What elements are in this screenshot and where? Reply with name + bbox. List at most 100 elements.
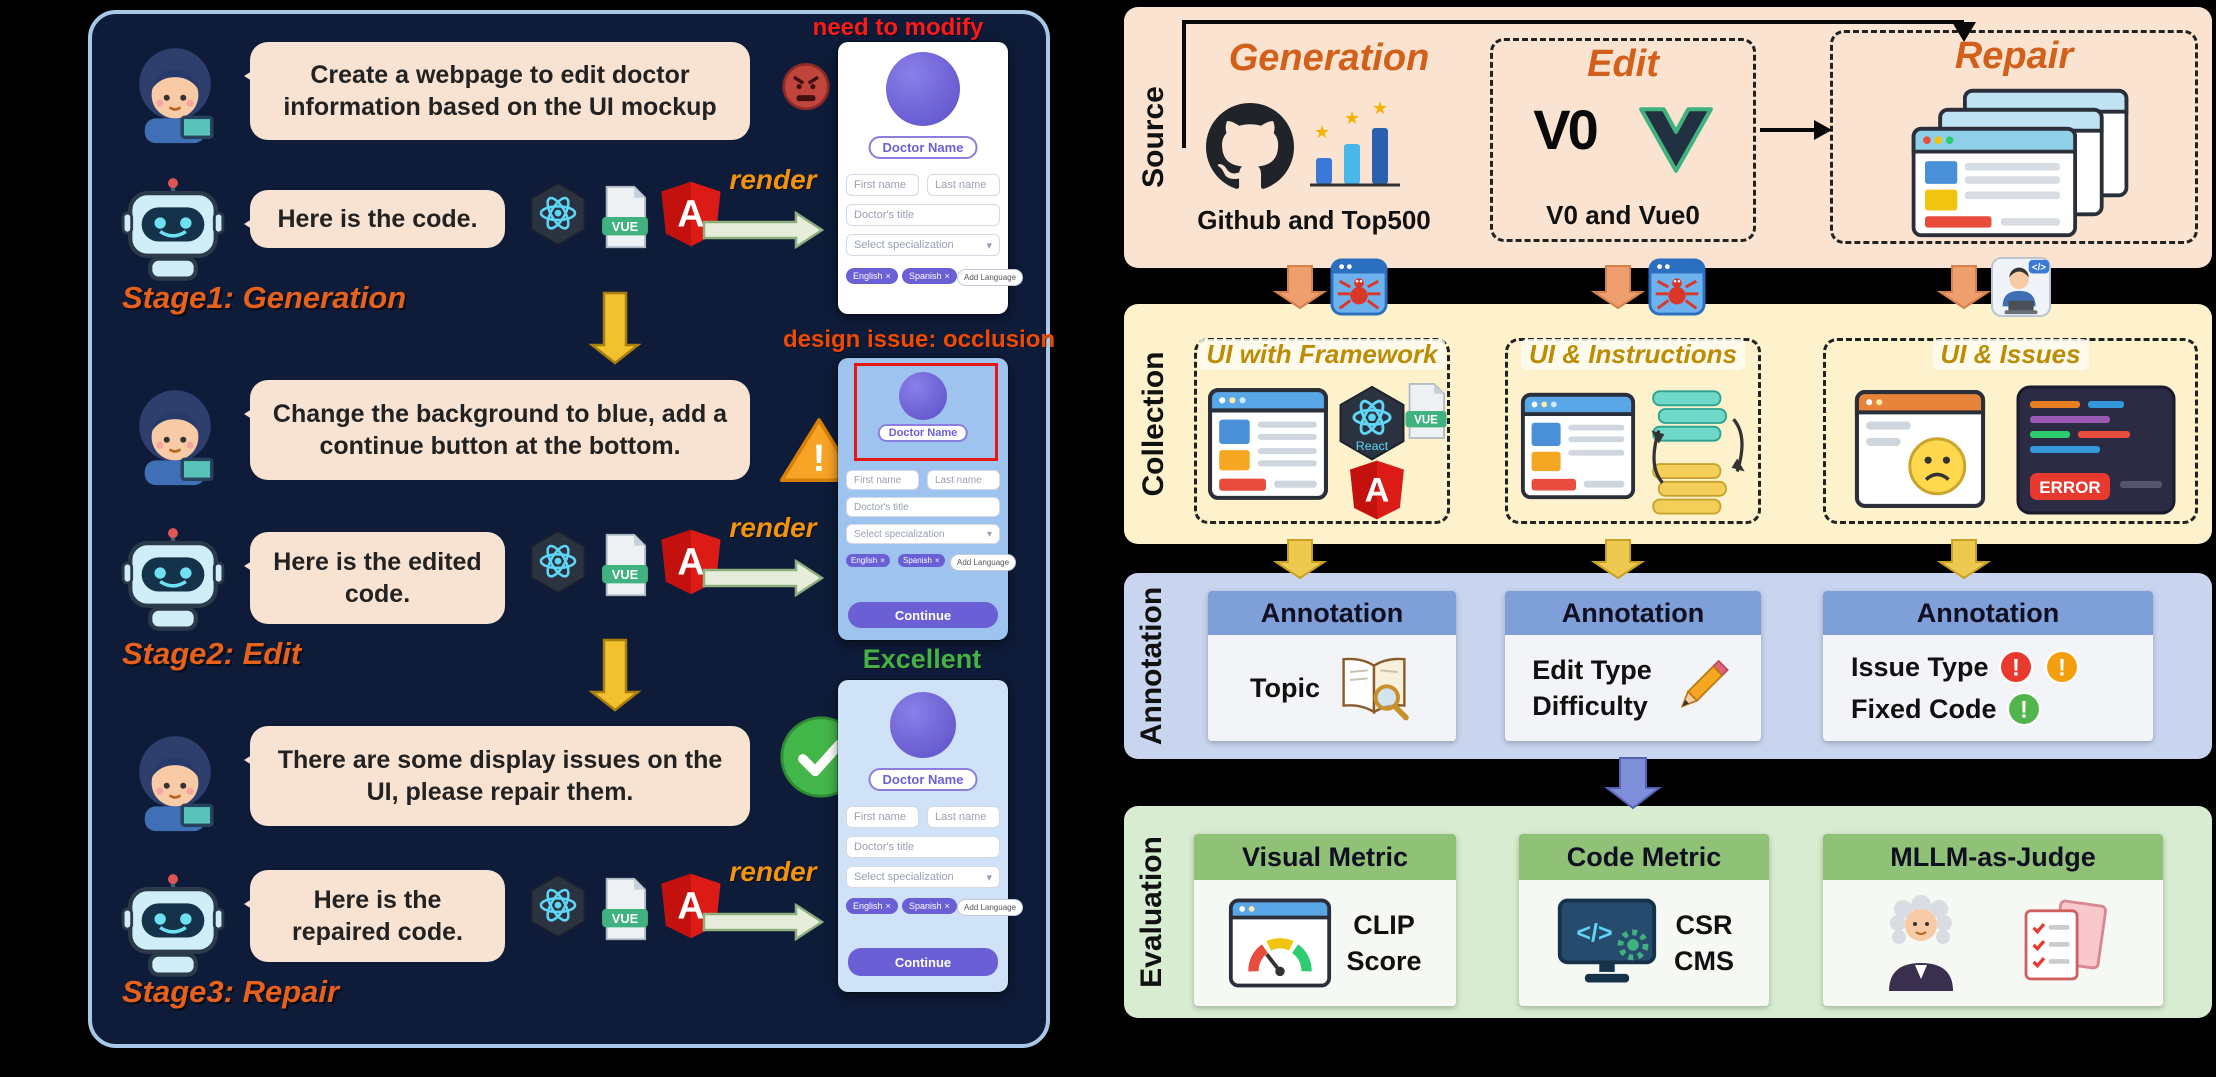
first-name-input: First name (846, 806, 919, 828)
caret-down-icon: ▾ (986, 528, 992, 540)
csr-label: CSR (1675, 909, 1733, 940)
svg-text:VUE: VUE (612, 567, 639, 582)
mock-ui-generation: Doctor Name First name Last name Doctor'… (838, 42, 1024, 314)
doctor-avatar (890, 692, 956, 758)
svg-text:!: ! (2020, 697, 2028, 724)
mock-ui-edited: Doctor Name First name Last name Doctor'… (838, 358, 1017, 640)
vue-file-icon: VUE (602, 185, 648, 249)
annotation-side-label: Annotation (1135, 586, 1168, 746)
issue-type-label: Issue Type (1851, 651, 1989, 682)
ui-and-issues-box: UI & Issues ERROR (1823, 338, 2198, 524)
edit-title: Edit (1587, 43, 1659, 85)
visual-metric-card: Visual Metric CLIP Score (1194, 834, 1456, 1006)
svg-text:!: ! (2012, 655, 2020, 682)
svg-text:</>: </> (2032, 263, 2046, 274)
svg-text:A: A (677, 541, 704, 583)
svg-text:A: A (677, 193, 704, 235)
first-name-input: First name (846, 470, 919, 490)
doctor-name-pill: Doctor Name (868, 136, 978, 159)
last-name-input: Last name (927, 806, 1000, 828)
render-label: render (729, 856, 817, 887)
developer-laptop-icon: </> (1990, 256, 2052, 318)
source-to-collection-arrow (1936, 265, 1992, 310)
box2-title: UI & Instructions (1520, 339, 1746, 370)
last-name-input: Last name (927, 174, 1000, 196)
github-icon (1206, 103, 1294, 189)
vue-file-icon: VUE (602, 877, 648, 941)
warning-icon: ! (779, 418, 859, 482)
browser-window-icon (1208, 388, 1328, 500)
close-icon: × (885, 901, 891, 911)
edit-type-label: Edit Type (1532, 654, 1652, 685)
render-label: render (729, 164, 817, 195)
render-label: render (729, 512, 817, 543)
crawler-spider-icon (1330, 258, 1388, 316)
react-icon (530, 530, 586, 594)
doctor-name-pill: Doctor Name (868, 768, 978, 791)
box1-title: UI with Framework (1198, 339, 1446, 370)
stage1-label: Stage1: Generation (122, 280, 407, 315)
cms-label: CMS (1674, 946, 1734, 976)
svg-text:★: ★ (1344, 108, 1360, 128)
svg-text:React: React (1356, 439, 1389, 453)
svg-text:A: A (677, 885, 704, 927)
stacked-windows-icon (1911, 88, 2129, 238)
add-language-button: Add Language (950, 554, 1017, 571)
annotation-card-header: Annotation (1208, 591, 1456, 635)
fixed-bang-green-icon: ! (2006, 691, 2041, 727)
book-magnifier-icon (1342, 657, 1409, 721)
assistant-message-bubble: Here is the edited code. (244, 532, 505, 624)
source-band: Source Generation ★ ★ ★ Github and Top50… (1124, 7, 2212, 268)
svg-text:VUE: VUE (612, 219, 639, 234)
annotation-band: Annotation Annotation Topic Annotation (1124, 573, 2212, 759)
crawler-spider-icon (1648, 258, 1706, 316)
mock-ui-repaired: Doctor Name First name Last name Doctor'… (838, 680, 1024, 992)
specialization-select: Select specialization▾ (846, 866, 1000, 888)
checklist-docs-icon (2024, 899, 2107, 981)
issue-bang-orange-icon: ! (2044, 649, 2079, 685)
svg-text:</>: </> (1576, 919, 1612, 947)
angry-face-icon (782, 63, 830, 111)
pencil-icon (1680, 659, 1729, 708)
v0-logo: V0 (1533, 98, 1599, 161)
user-avatar (139, 48, 214, 144)
svg-text:VUE: VUE (1414, 414, 1438, 426)
specialization-select: Select specialization▾ (846, 524, 1000, 544)
caption-need-to-modify: need to modify (812, 14, 984, 41)
annotation-card-header: Annotation (1505, 591, 1761, 635)
angular-icon: A (1350, 460, 1404, 520)
caption-design-issue: design issue: occlusion (782, 326, 1056, 353)
language-chip: Spanish× (902, 898, 957, 914)
close-icon: × (934, 556, 940, 565)
code-monitor-icon: </> (1557, 898, 1657, 983)
annotation-card-issues: Annotation Issue Type ! ! Fixed Code (1823, 591, 2153, 741)
caret-down-icon: ▾ (986, 239, 992, 252)
repair-source-box: Repair (1830, 30, 2198, 244)
first-name-input: First name (846, 174, 919, 196)
annotation-card-edit: Annotation Edit Type Difficulty (1505, 591, 1761, 741)
browser-window-icon (1520, 392, 1636, 500)
caption-excellent: Excellent (862, 644, 982, 674)
svg-text:★: ★ (1372, 98, 1388, 118)
robot-avatar (121, 874, 225, 977)
vue0-logo-icon (1639, 107, 1713, 173)
judge-icon (1889, 895, 1953, 991)
source-to-collection-arrow (1590, 265, 1646, 310)
ui-and-instructions-box: UI & Instructions (1505, 338, 1761, 524)
ranking-chart-icon: ★ ★ ★ (1310, 98, 1400, 187)
close-icon: × (944, 901, 950, 911)
doctor-title-input: Doctor's title (846, 204, 1000, 226)
edit-source-box: Edit V0 V0 and Vue0 (1490, 38, 1756, 242)
generation-title: Generation (1228, 37, 1430, 79)
repair-title: Repair (1954, 35, 2074, 77)
instruction-cycle-icon (1651, 390, 1745, 515)
continue-button: Continue (848, 948, 998, 976)
annotation-to-evaluation-arrow (1604, 757, 1662, 810)
annotation-card-topic: Annotation Topic (1208, 591, 1456, 741)
occlusion-highlight-box (854, 363, 998, 461)
vue-file-icon: VUE (1405, 383, 1447, 439)
language-chip: Spanish× (902, 268, 957, 284)
language-chip: English× (846, 898, 898, 914)
robot-avatar (121, 178, 225, 281)
